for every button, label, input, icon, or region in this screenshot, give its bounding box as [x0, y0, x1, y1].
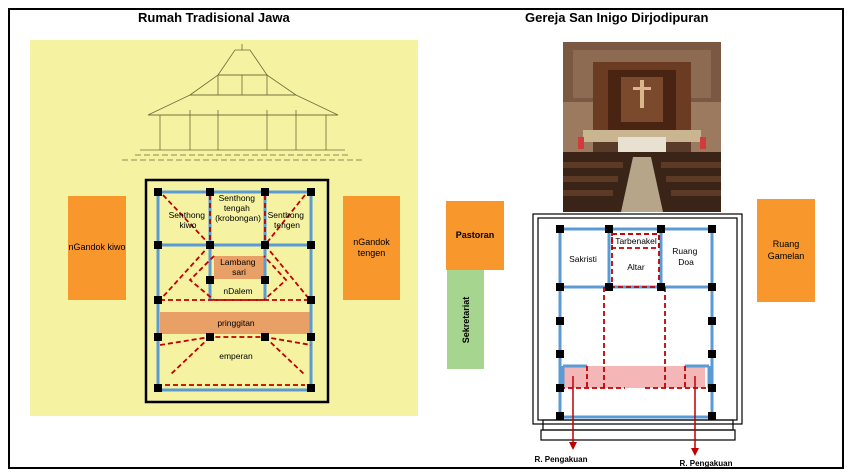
label-emperan: emperan: [219, 351, 253, 361]
sekretariat-box: Sekretariat: [447, 270, 484, 369]
house-outer-border: [144, 178, 330, 404]
label-ruang-doa: Ruang Doa: [672, 246, 699, 267]
label-senthong-tengen: Senthong tengen: [268, 210, 307, 230]
label-r-pengakuan-right: R. Pengakuan: [680, 459, 733, 468]
joglo-roof-sketch: [122, 44, 362, 161]
pringgitan-band: [160, 312, 311, 334]
church-red-dashed-lines: [560, 233, 712, 389]
lambang-sari-area: [214, 256, 264, 279]
church-plan: Tarbenakel Altar Sakristi Ruang Doa R. P…: [532, 213, 743, 468]
ngandok-kiwo-box: nGandok kiwo: [68, 196, 126, 300]
church-interior-photo: [563, 42, 721, 212]
ruang-gamelan-box: Ruang Gamelan: [757, 199, 815, 302]
pengakuan-arrows: [569, 376, 699, 456]
title-rumah-tradisional-jawa: Rumah Tradisional Jawa: [138, 10, 290, 25]
title-gereja-san-inigo: Gereja San Inigo Dirjodipuran: [525, 10, 709, 25]
label-altar: Altar: [627, 262, 645, 272]
label-sakristi: Sakristi: [569, 254, 597, 264]
label-r-pengakuan-left: R. Pengakuan: [535, 455, 588, 464]
church-pink-band: [564, 366, 705, 388]
label-ndalem: nDalem: [223, 286, 252, 296]
house-columns: [154, 188, 315, 392]
church-outer-frames: [532, 213, 743, 441]
label-senthong-kiwo: Senthong kiwo: [169, 210, 208, 230]
label-lambang-sari: Lambang sari: [220, 257, 258, 277]
house-red-dashed-lines: [159, 194, 312, 386]
label-pringgitan: pringgitan: [217, 318, 255, 328]
label-senthong-tengah: Senthong tengah (krobongan): [215, 193, 261, 223]
label-tarbenakel: Tarbenakel: [615, 236, 657, 246]
ngandok-tengen-box: nGandok tengen: [343, 196, 400, 300]
pastoran-box: Pastoran: [446, 201, 504, 270]
church-columns: [556, 225, 716, 420]
javanese-house-plan: Senthong kiwo Senthong tengah (krobongan…: [144, 178, 330, 404]
church-interior-illustration: [563, 42, 721, 212]
